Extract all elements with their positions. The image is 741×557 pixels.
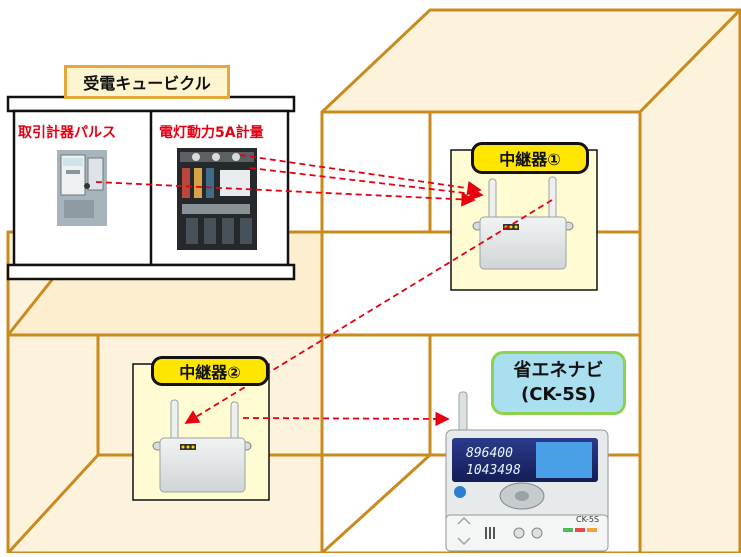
arrow-pulse-to-relay1 bbox=[95, 181, 476, 207]
arrow-relay1-to-relay2 bbox=[184, 199, 553, 424]
power-panel-photo bbox=[177, 148, 257, 250]
arrow-panel-to-relay1-b bbox=[249, 167, 484, 201]
arrow-relay2-to-navi bbox=[242, 411, 450, 427]
relay1-label: 中継器① bbox=[471, 142, 589, 174]
lower-diagonal bbox=[320, 453, 432, 555]
pulse-meter-photo bbox=[57, 150, 107, 226]
arrow-panel-to-relay1-a bbox=[239, 154, 482, 196]
navi-display-top: 896400 bbox=[466, 446, 513, 461]
relay1-device bbox=[472, 176, 574, 270]
cubicle-title: 受電キュービクル bbox=[64, 65, 230, 99]
signal-arrows bbox=[95, 154, 553, 427]
relay2-device bbox=[152, 399, 252, 493]
navi-display-bottom: 1043498 bbox=[466, 463, 521, 478]
navi-model: CK-5S bbox=[576, 515, 599, 524]
cubicle-bottom-bar bbox=[6, 263, 296, 281]
cubicle-top-bar bbox=[6, 95, 296, 113]
pulse-meter-label: 取引計器パルス bbox=[18, 125, 116, 141]
navi-title-line1: 省エネナビ bbox=[513, 360, 604, 381]
energy-navi-device: 896400 1043498 CK-5S bbox=[445, 391, 609, 552]
power-metering-label: 電灯動力5A計量 bbox=[159, 125, 264, 141]
relay2-label: 中継器② bbox=[151, 356, 269, 386]
navi-label: 省エネナビ (CK-5S) bbox=[491, 351, 626, 415]
navi-logo-icon bbox=[454, 486, 466, 498]
navi-title-line2: (CK-5S) bbox=[520, 384, 596, 405]
